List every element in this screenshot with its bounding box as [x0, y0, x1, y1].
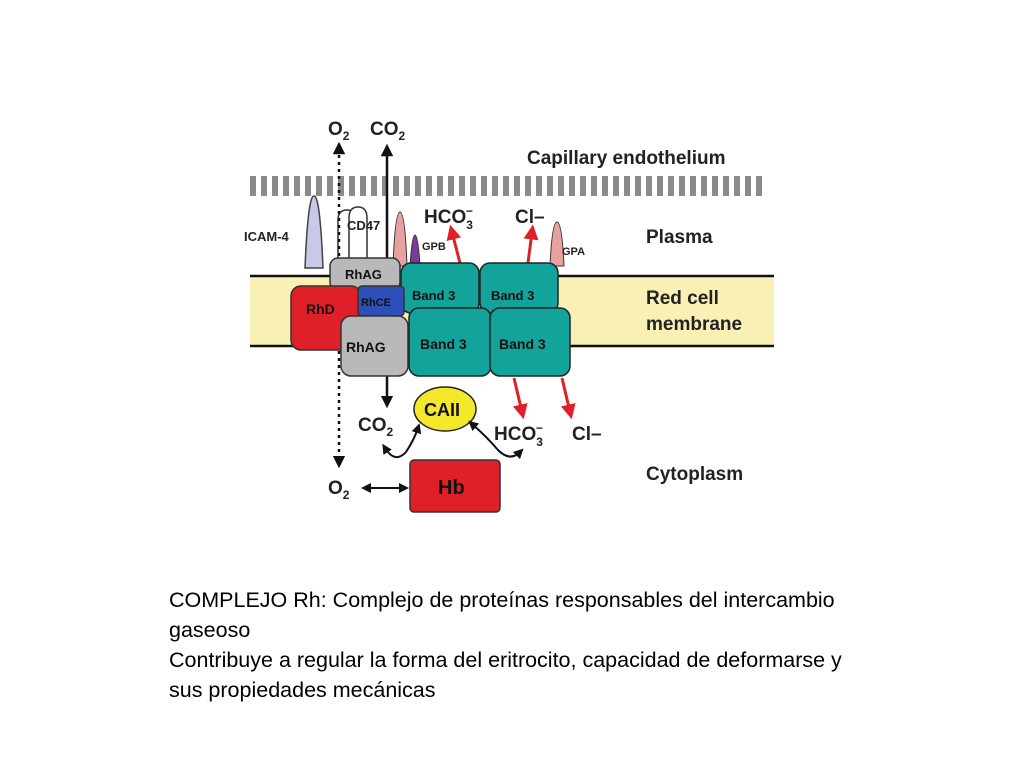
gpa-label: GPA: [562, 246, 585, 258]
hco3-to-caii-arrow: [468, 420, 524, 460]
endothelium-dash: [437, 176, 443, 196]
capillary-label: Capillary endothelium: [527, 148, 725, 169]
caption-block: COMPLEJO Rh: Complejo de proteínas respo…: [169, 585, 869, 705]
red-cell-label-2: membrane: [646, 314, 742, 335]
endothelium-dash: [569, 176, 575, 196]
endothelium-dash: [349, 176, 355, 196]
hco3-in-arrow: [512, 377, 528, 420]
endothelium-dash: [756, 176, 762, 196]
endothelium-dash: [514, 176, 520, 196]
endothelium-dash: [250, 176, 256, 196]
cd47-protein-2: [348, 206, 368, 268]
caii-enzyme: [413, 386, 477, 432]
hco3-out-arrow: [446, 224, 462, 264]
co2-to-caii-arrow: [382, 423, 422, 459]
endothelium-dash: [393, 176, 399, 196]
gpa-protein-left: [392, 211, 408, 267]
endothelium-dash: [723, 176, 729, 196]
top-co2: CO2: [370, 119, 406, 143]
endothelium-dash: [602, 176, 608, 196]
rhag-bottom-label: RhAG: [346, 339, 386, 355]
band3-bottom-right-label: Band 3: [499, 336, 546, 352]
rhd-label: RhD: [306, 301, 335, 317]
endothelium-dash: [635, 176, 641, 196]
endothelium-dash: [426, 176, 432, 196]
endothelium-dash: [679, 176, 685, 196]
cd47-label: CD47: [347, 218, 380, 233]
endothelium-dash: [470, 176, 476, 196]
endothelium-dash: [316, 176, 322, 196]
cyto-co2: CO2: [358, 415, 394, 439]
endothelium-dash: [558, 176, 564, 196]
endothelium-dash: [503, 176, 509, 196]
endothelium-dash: [591, 176, 597, 196]
red-cell-label-1: Red cell: [646, 288, 719, 309]
icam4-protein: [304, 195, 324, 269]
rhag-bottom: [340, 315, 409, 377]
endothelium-dash: [701, 176, 707, 196]
endothelium-dash: [734, 176, 740, 196]
endothelium-dash: [624, 176, 630, 196]
endothelium-dash: [415, 176, 421, 196]
band3-top-right-label: Band 3: [491, 288, 534, 303]
cytoplasm-label: Cytoplasm: [646, 464, 743, 485]
cyto-hco3: HCO3−: [494, 421, 543, 449]
cyto-cl: Cl–: [572, 424, 602, 445]
endothelium-dash: [305, 176, 311, 196]
endothelium-dash: [525, 176, 531, 196]
endothelium-dash: [668, 176, 674, 196]
endothelium-dash: [459, 176, 465, 196]
endothelium-dash: [283, 176, 289, 196]
rh-complex-diagram: Capillary endothelium Plasma Red cell me…: [244, 119, 774, 513]
endothelium-dash: [382, 176, 388, 196]
band3-bottom-right: [489, 307, 571, 377]
endothelium-dash: [745, 176, 751, 196]
endothelium-dash: [261, 176, 267, 196]
endothelium-dash: [448, 176, 454, 196]
endothelium-dash: [404, 176, 410, 196]
endothelium-dash: [294, 176, 300, 196]
endothelium-dash: [272, 176, 278, 196]
endothelium-dash: [492, 176, 498, 196]
plasma-hco3: HCO3−: [424, 204, 473, 232]
endothelium-dash: [657, 176, 663, 196]
endothelium-dash: [580, 176, 586, 196]
gpb-label: GPB: [422, 241, 446, 253]
endothelium-dash: [646, 176, 652, 196]
gpb-protein: [409, 234, 421, 267]
endothelium-dash: [712, 176, 718, 196]
cl-out-arrow: [523, 224, 539, 264]
hb-box: [409, 459, 501, 513]
caption-line-1: COMPLEJO Rh: Complejo de proteínas respo…: [169, 588, 835, 642]
band3-top-left-label: Band 3: [412, 288, 455, 303]
plasma-label: Plasma: [646, 227, 713, 248]
endothelium-dash: [481, 176, 487, 196]
caption-line-2: Contribuye a regular la forma del eritro…: [169, 648, 842, 702]
cyto-o2: O2: [328, 478, 350, 502]
hb-label: Hb: [438, 477, 465, 499]
rhce-label: RhCE: [361, 297, 391, 309]
plasma-cl: Cl–: [515, 207, 545, 228]
endothelium-dash: [360, 176, 366, 196]
cl-in-arrow: [560, 377, 576, 420]
caii-label: CAII: [424, 400, 460, 420]
band3-bottom-left-label: Band 3: [420, 336, 467, 352]
endothelium-dash: [690, 176, 696, 196]
icam4-label: ICAM-4: [244, 229, 290, 244]
endothelium-dash: [547, 176, 553, 196]
gpa-protein-right: [549, 221, 565, 267]
endothelium-dash: [613, 176, 619, 196]
top-o2: O2: [328, 119, 350, 143]
endothelium-dash: [327, 176, 333, 196]
rhag-top-label: RhAG: [345, 267, 382, 282]
endothelium-dash: [371, 176, 377, 196]
capillary-endothelium-band: [250, 176, 762, 196]
endothelium-dash: [536, 176, 542, 196]
